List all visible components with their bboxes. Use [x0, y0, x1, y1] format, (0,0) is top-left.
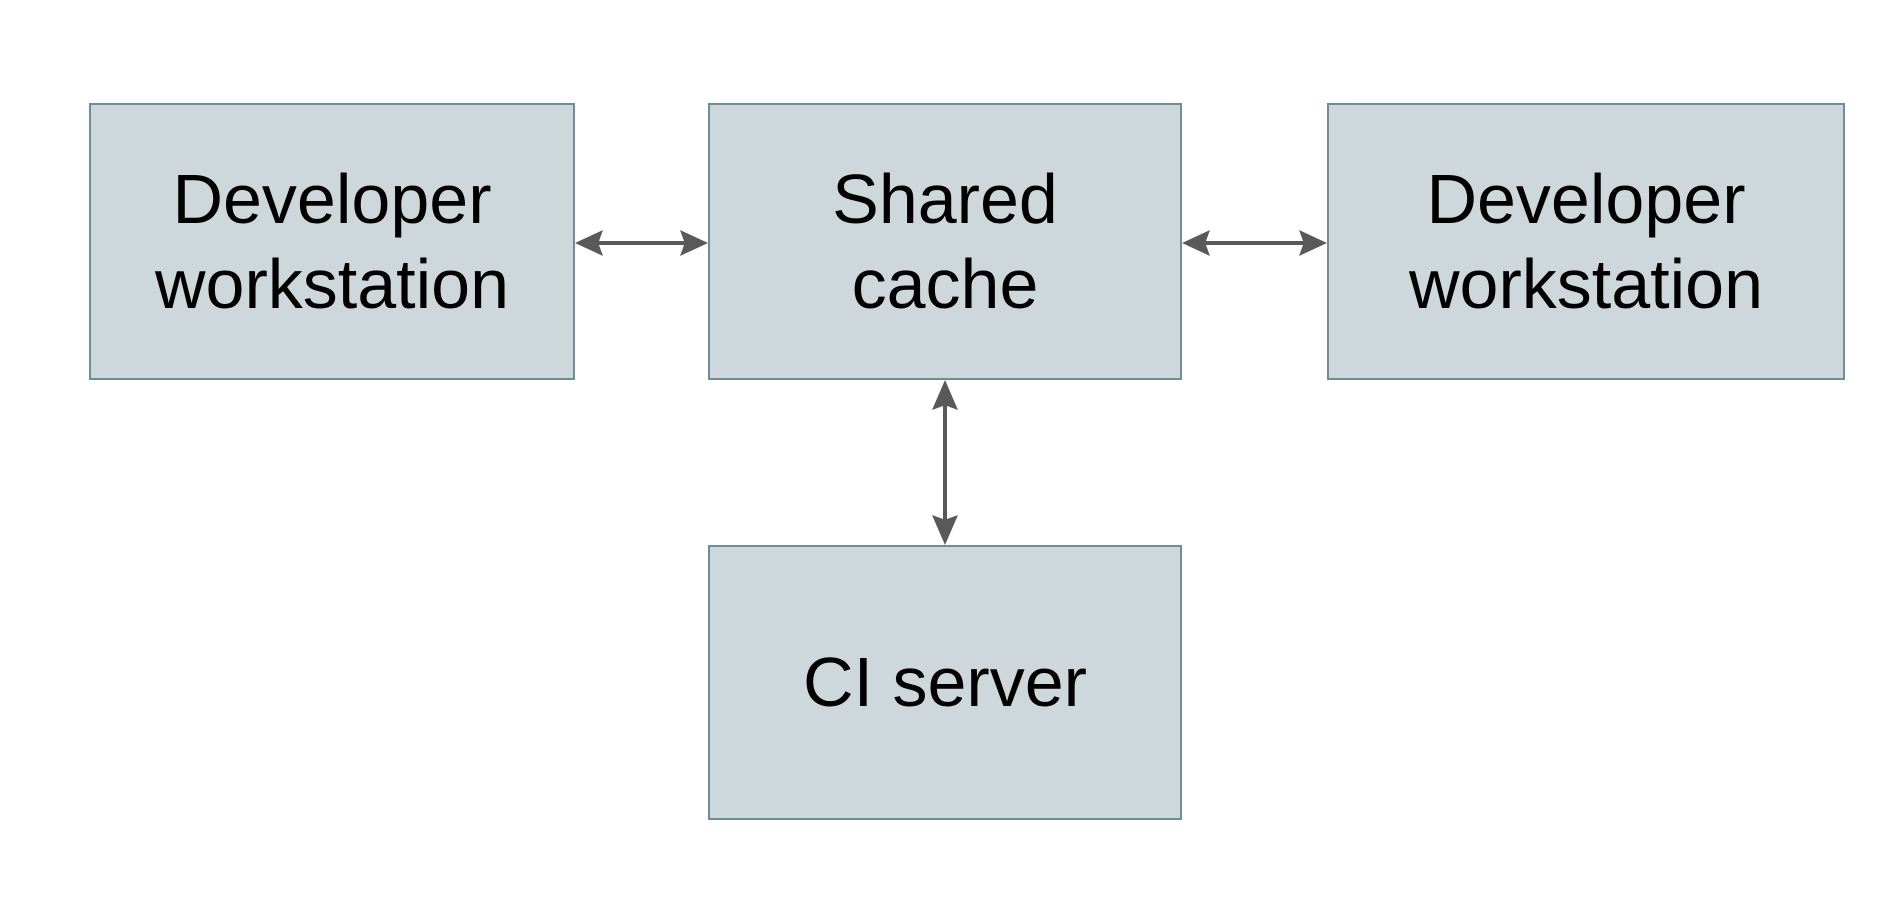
node-label: CI server	[803, 643, 1087, 721]
edge-developer-left-to-shared-cache	[575, 212, 708, 274]
node-developer-workstation-right[interactable]: Developer workstation	[1327, 103, 1845, 380]
node-ci-server[interactable]: CI server	[708, 545, 1182, 820]
edge-shared-cache-to-ci-server	[914, 380, 976, 545]
node-shared-cache[interactable]: Shared cache	[708, 103, 1182, 380]
node-label: Developer workstation	[154, 159, 510, 323]
node-label: Developer workstation	[1408, 159, 1764, 323]
node-label: Shared cache	[832, 159, 1058, 323]
double-arrow-icon	[932, 380, 958, 545]
node-developer-workstation-left[interactable]: Developer workstation	[89, 103, 575, 380]
edge-shared-cache-to-developer-right	[1182, 212, 1327, 274]
double-arrow-icon	[575, 230, 708, 256]
double-arrow-icon	[1182, 230, 1327, 256]
